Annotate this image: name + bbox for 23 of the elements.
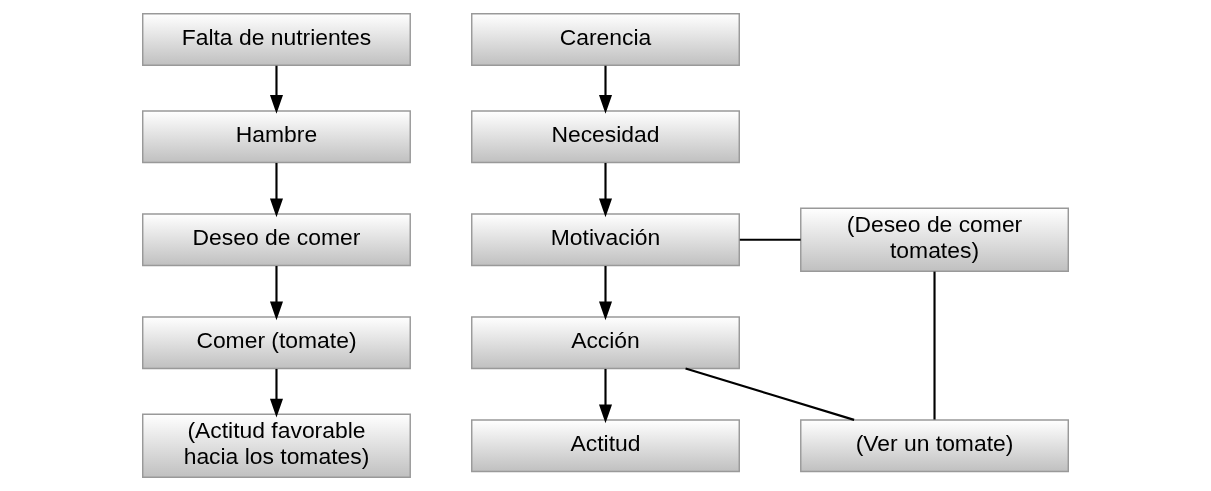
connector (739, 238, 801, 241)
arrow (269, 65, 283, 114)
node-box: Falta de nutrientes (142, 13, 411, 66)
connector (685, 367, 855, 421)
arrow (269, 368, 283, 418)
node-box: Carencia (471, 13, 740, 66)
arrow (598, 162, 613, 218)
node-box: Hambre (142, 110, 411, 164)
arrow (269, 162, 283, 218)
node-box: (Actitud favorable hacia los tomates) (142, 413, 411, 478)
connector (933, 271, 936, 420)
node-box: Comer (tomate) (142, 316, 411, 370)
arrow (269, 265, 283, 321)
node-box: Motivación (471, 213, 740, 267)
arrow (598, 65, 613, 114)
arrow (598, 265, 613, 321)
node-box: (Deseo de comer tomates) (800, 207, 1069, 272)
node-box: Actitud (471, 419, 740, 473)
node-box: (Ver un tomate) (800, 419, 1069, 473)
node-box: Acción (471, 316, 740, 370)
arrow (598, 368, 613, 424)
node-box: Deseo de comer (142, 213, 411, 267)
node-box: Necesidad (471, 110, 740, 164)
